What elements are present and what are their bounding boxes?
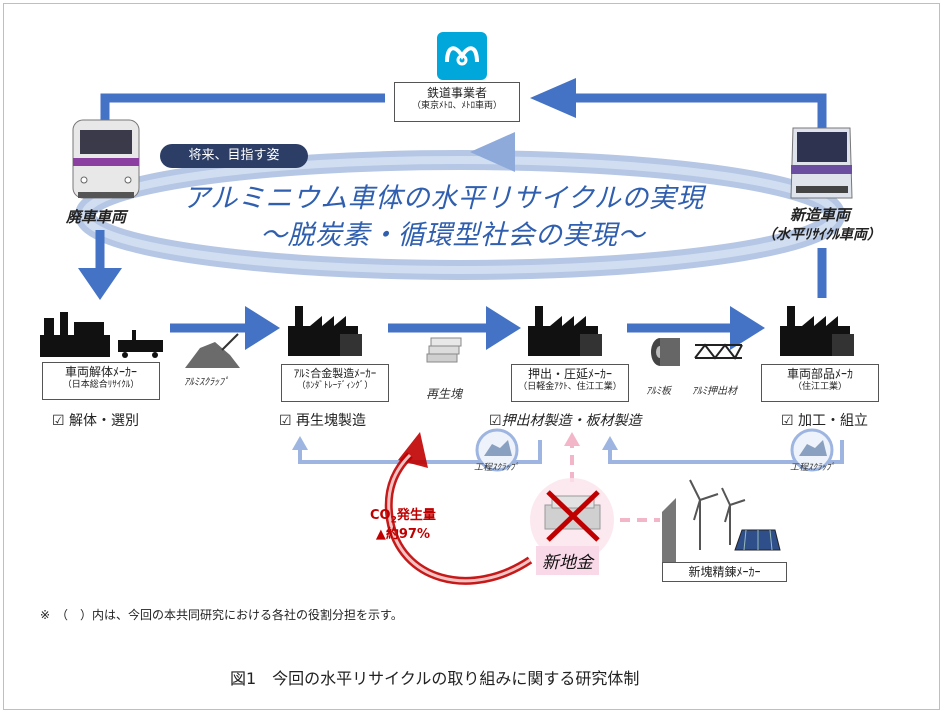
railway-operator-box: 鉄道事業者 （東京ﾒﾄﾛ、ﾒﾄﾛ車両） [394,82,520,122]
stage-title: 車両部品ﾒｰｶ [786,367,853,381]
label-scrap: ｱﾙﾐｽｸﾗｯﾌﾟ [184,377,229,388]
footnote: ※ （ ）内は、今回の本共同研究における各社の役割分担を示す。 [40,608,403,622]
stage-box-parts: 車両部品ﾒｰｶ （住江工業） [761,364,879,402]
process-scrap-returns [292,436,844,464]
refiner-label: 新塊精錬ﾒｰｶｰ [688,565,761,579]
stage-sub: （住江工業） [792,382,847,392]
process-scrap-icon-2 [790,428,834,472]
co2-text: CO [370,508,391,523]
label-process-scrap-2: 工程ｽｸﾗｯﾌﾟ [790,463,836,473]
scrap-pile-icon [185,333,240,368]
new-train-label: 新造車両 [790,206,851,224]
stage-title: 車両解体ﾒｰｶｰ [64,365,137,379]
new-metal-dashed-arrowhead [564,432,580,446]
extrusion-profile-icon [694,343,743,360]
cancelled-ingot-icon [530,478,614,562]
stage-box-alloy: ｱﾙﾐ合金製造ﾒｰｶｰ （ﾎﾝﾀﾞﾄﾚｰﾃﾞｨﾝｸﾞ） [281,364,389,402]
stage-title: 押出・圧延ﾒｰｶｰ [527,367,612,381]
label-sheet: ｱﾙﾐ板 [646,386,671,397]
ring-arrowhead [470,132,515,172]
horizontal-flow-arrows [170,306,765,350]
metro-logo-icon [437,32,487,80]
ingot-stack-icon [426,337,462,363]
stage-box-dismantler: 車両解体ﾒｰｶｰ （日本総合ﾘｻｲｸﾙ） [42,362,160,400]
task-dismantle: ☑ 解体・選別 [52,413,140,429]
solar-panel-icon [734,529,781,551]
new-train-icon [790,127,853,199]
railway-operator-title: 鉄道事業者 [426,86,487,100]
cycle-ring [75,150,845,280]
headline-line-2: ～脱炭素・循環型社会の実現～ [260,220,645,251]
co2-reduction: ▲約97% [375,527,430,543]
sheet-coil-icon [651,338,680,366]
label-ingot: 再生塊 [426,387,463,401]
stage-title: ｱﾙﾐ合金製造ﾒｰｶｰ [293,367,377,380]
task-assembly: ☑ 加工・組立 [781,413,869,429]
task-ingot: ☑ 再生塊製造 [279,413,367,429]
wind-turbine-icon [689,479,746,550]
co2-curve-arrow [384,432,533,585]
stage-sub: （日本総合ﾘｻｲｸﾙ） [62,380,140,390]
alloy-maker-factory-icon [288,306,362,356]
co2-label: CO2発生量 ▲約97% [370,508,436,544]
label-process-scrap-1: 工程ｽｸﾗｯﾌﾟ [474,463,520,473]
extrusion-maker-factory-icon [528,306,602,356]
headline-line-1: アルミニウム車体の水平リサイクルの実現 [183,183,704,214]
future-vision-badge: 将来、目指す姿 [160,144,308,168]
figure-frame [3,3,940,710]
railway-operator-sub: （東京ﾒﾄﾛ、ﾒﾄﾛ車両） [411,101,502,111]
figure-caption: 図1 今回の水平リサイクルの取り組みに関する研究体制 [230,669,640,688]
co2-text-b: 発生量 [396,508,436,523]
new-metal-dashed-links [570,440,660,522]
stage-sub: （日軽金ｱｸﾄ、住江工業） [518,382,622,392]
new-train-sublabel: （水平ﾘｻｲｸﾙ車両） [762,227,881,243]
parts-maker-factory-icon [780,306,854,356]
process-scrap-icon-1 [475,428,519,472]
dismantler-factory-icon [40,312,163,358]
refinery-icon [662,498,676,562]
label-extrusion: ｱﾙﾐ押出材 [692,386,737,397]
task-extrusion: ☑押出材製造・板材製造 [489,413,642,429]
scrapped-train-label: 廃車車両 [66,208,127,226]
old-train-icon [72,119,140,199]
refiner-box: 新塊精錬ﾒｰｶｰ [662,562,787,582]
new-metal-label: 新地金 [536,546,599,575]
co2-subscript: 2 [390,515,397,526]
left-down-arrow [78,230,122,300]
stage-box-extrusion: 押出・圧延ﾒｰｶｰ （日軽金ｱｸﾄ、住江工業） [511,364,629,402]
stage-sub: （ﾎﾝﾀﾞﾄﾚｰﾃﾞｨﾝｸﾞ） [296,380,374,391]
